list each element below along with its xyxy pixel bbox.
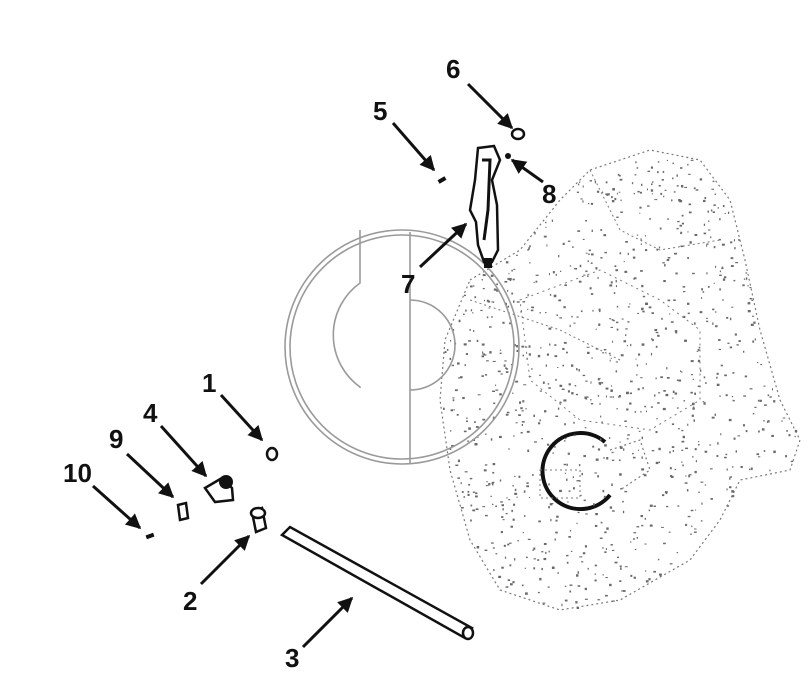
leader-4 <box>159 424 208 478</box>
engine-block <box>439 149 801 611</box>
callout-1: 1 <box>202 368 216 398</box>
callout-6: 6 <box>446 54 460 84</box>
leader-7 <box>418 222 468 269</box>
part-3-rod <box>279 525 475 641</box>
part-7-arm <box>468 144 502 268</box>
callout-4: 4 <box>143 398 158 428</box>
part-8-dowel <box>505 153 511 159</box>
part-6-washer <box>510 127 526 141</box>
leader-9 <box>125 452 175 499</box>
callout-3: 3 <box>285 643 299 673</box>
leader-5 <box>391 122 436 172</box>
watermark-logo <box>284 229 520 465</box>
leader-2 <box>199 534 251 586</box>
callout-10: 10 <box>63 458 92 488</box>
leader-3 <box>301 596 354 649</box>
leader-10 <box>92 484 142 530</box>
leader-8 <box>510 158 544 184</box>
part-5-screw <box>437 176 447 184</box>
callout-7: 7 <box>401 269 415 299</box>
leader-6 <box>466 82 514 130</box>
part-4-sensor <box>203 475 235 504</box>
callout-8: 8 <box>542 179 556 209</box>
part-10-pin <box>145 532 155 540</box>
callout-9: 9 <box>109 424 123 454</box>
part-9-bolt <box>176 501 190 522</box>
callout-5: 5 <box>373 96 387 126</box>
callouts: 6 5 8 7 1 4 9 10 2 3 <box>63 54 556 673</box>
part-1-washer <box>265 446 279 462</box>
leader-lines <box>92 82 544 649</box>
leader-1 <box>219 393 264 442</box>
part-2-plug <box>249 506 268 534</box>
callout-2: 2 <box>183 586 197 616</box>
